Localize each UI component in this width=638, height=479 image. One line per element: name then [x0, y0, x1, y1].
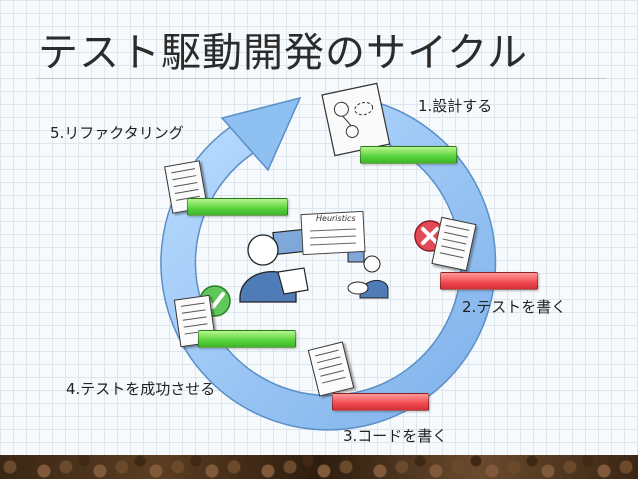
step-design-label: 1.設計する [418, 97, 493, 115]
step-refactor-label: 5.リファクタリング [50, 124, 184, 142]
pair-programmer-illustration [347, 247, 389, 299]
step-write-test-label: 2.テストを書く [462, 298, 567, 316]
coffee-bean-strip [0, 455, 638, 479]
write-code-status-bar [332, 393, 429, 411]
step-pass-test-label: 4.テストを成功させる [66, 380, 216, 398]
cycle-arrowhead [220, 96, 302, 172]
heuristics-board [300, 210, 366, 256]
refactor-status-bar [187, 198, 288, 216]
design-status-bar [360, 146, 457, 164]
pass-test-status-bar [198, 330, 296, 348]
slide-title: テスト駆動開発のサイクル [38, 30, 528, 76]
programmer-illustration [239, 228, 309, 303]
step-write-code-label: 3.コードを書く [343, 427, 448, 445]
write-test-status-bar [440, 272, 538, 290]
heuristics-label: Heuristics [316, 214, 356, 223]
title-divider [36, 78, 606, 79]
design-sketch-doc [321, 82, 391, 157]
